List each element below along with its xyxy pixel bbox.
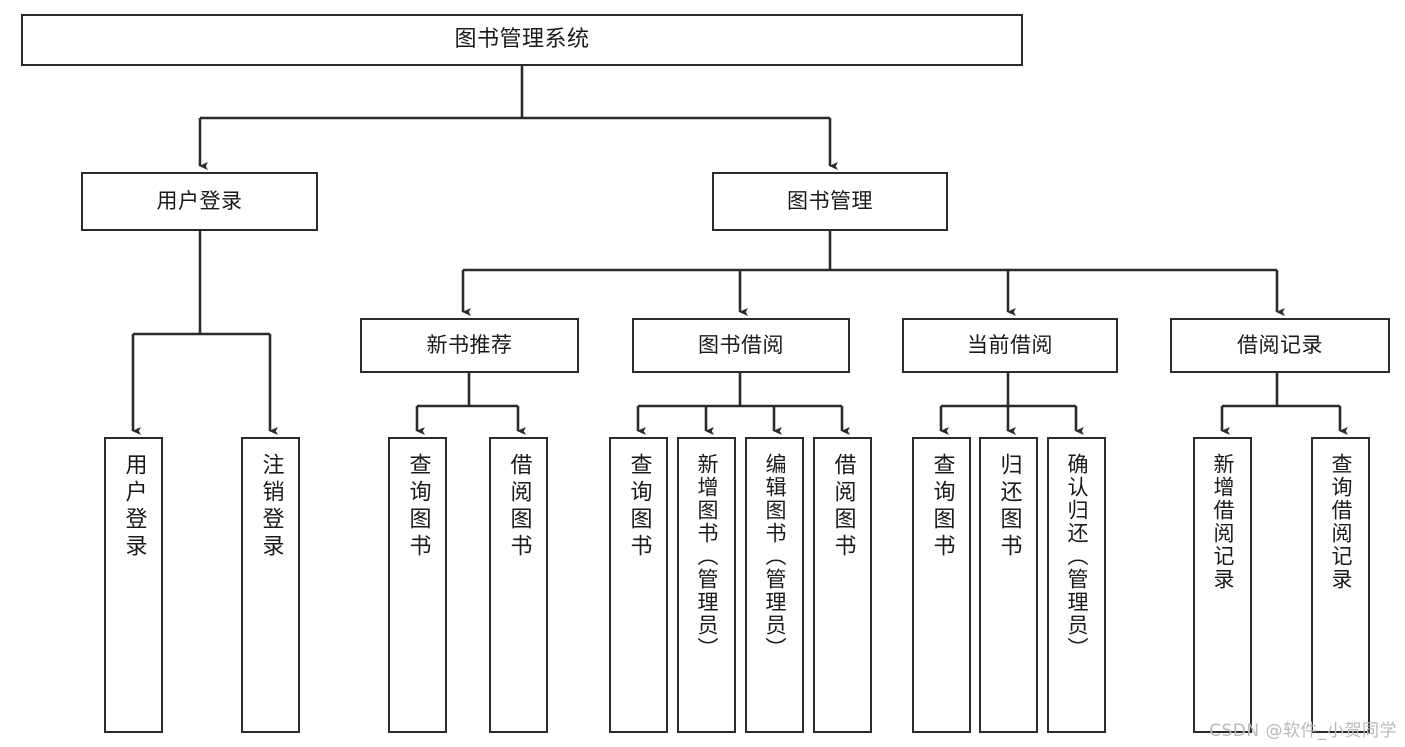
node-leaf-confirm-return-admin[interactable]: 确认归还（管理员） <box>1047 437 1106 733</box>
node-user-login[interactable]: 用户登录 <box>81 172 318 231</box>
node-borrow-record[interactable]: 借阅记录 <box>1170 318 1390 373</box>
node-leaf-query-book-borrow[interactable]: 查询图书 <box>609 437 668 733</box>
node-leaf-query-book-current[interactable]: 查询图书 <box>912 437 971 733</box>
node-label: 查询图书 <box>929 453 955 561</box>
node-label: 借阅记录 <box>1237 333 1323 358</box>
node-label: 借阅图书 <box>830 453 856 561</box>
node-leaf-return-book[interactable]: 归还图书 <box>979 437 1038 733</box>
node-label: 新增借阅记录 <box>1211 453 1235 591</box>
node-label: 查询图书 <box>405 453 431 561</box>
node-label: 编辑图书（管理员） <box>763 453 787 660</box>
node-label: 新书推荐 <box>426 333 513 358</box>
node-label: 确认归还（管理员） <box>1065 453 1089 660</box>
node-new-book-recommend[interactable]: 新书推荐 <box>360 318 579 373</box>
node-label: 新增图书（管理员） <box>695 453 719 660</box>
node-label: 用户登录 <box>121 453 147 561</box>
node-book-management[interactable]: 图书管理 <box>712 172 948 231</box>
node-label: 图书借阅 <box>698 333 784 358</box>
node-current-borrow[interactable]: 当前借阅 <box>902 318 1118 373</box>
watermark: CSDN @软件_小贺同学 <box>1209 721 1397 741</box>
node-label: 注销登录 <box>258 453 284 561</box>
node-leaf-logout[interactable]: 注销登录 <box>241 437 300 733</box>
node-leaf-query-borrow-record[interactable]: 查询借阅记录 <box>1311 437 1370 733</box>
node-label: 用户登录 <box>156 189 243 214</box>
node-book-borrow[interactable]: 图书借阅 <box>632 318 850 373</box>
node-label: 查询借阅记录 <box>1329 453 1353 591</box>
node-leaf-add-borrow-record[interactable]: 新增借阅记录 <box>1193 437 1252 733</box>
node-label: 图书管理系统 <box>454 27 590 53</box>
node-label: 归还图书 <box>996 453 1022 561</box>
node-label: 图书管理 <box>787 189 873 214</box>
node-leaf-user-login[interactable]: 用户登录 <box>104 437 163 733</box>
node-leaf-borrow-book-recommend[interactable]: 借阅图书 <box>489 437 548 733</box>
node-leaf-query-book-recommend[interactable]: 查询图书 <box>388 437 447 733</box>
node-label: 查询图书 <box>626 453 652 561</box>
node-root-system[interactable]: 图书管理系统 <box>21 14 1023 66</box>
node-leaf-edit-book-admin[interactable]: 编辑图书（管理员） <box>745 437 804 733</box>
node-label: 当前借阅 <box>967 333 1053 358</box>
node-leaf-borrow-book[interactable]: 借阅图书 <box>813 437 872 733</box>
node-leaf-add-book-admin[interactable]: 新增图书（管理员） <box>677 437 736 733</box>
node-label: 借阅图书 <box>506 453 532 561</box>
